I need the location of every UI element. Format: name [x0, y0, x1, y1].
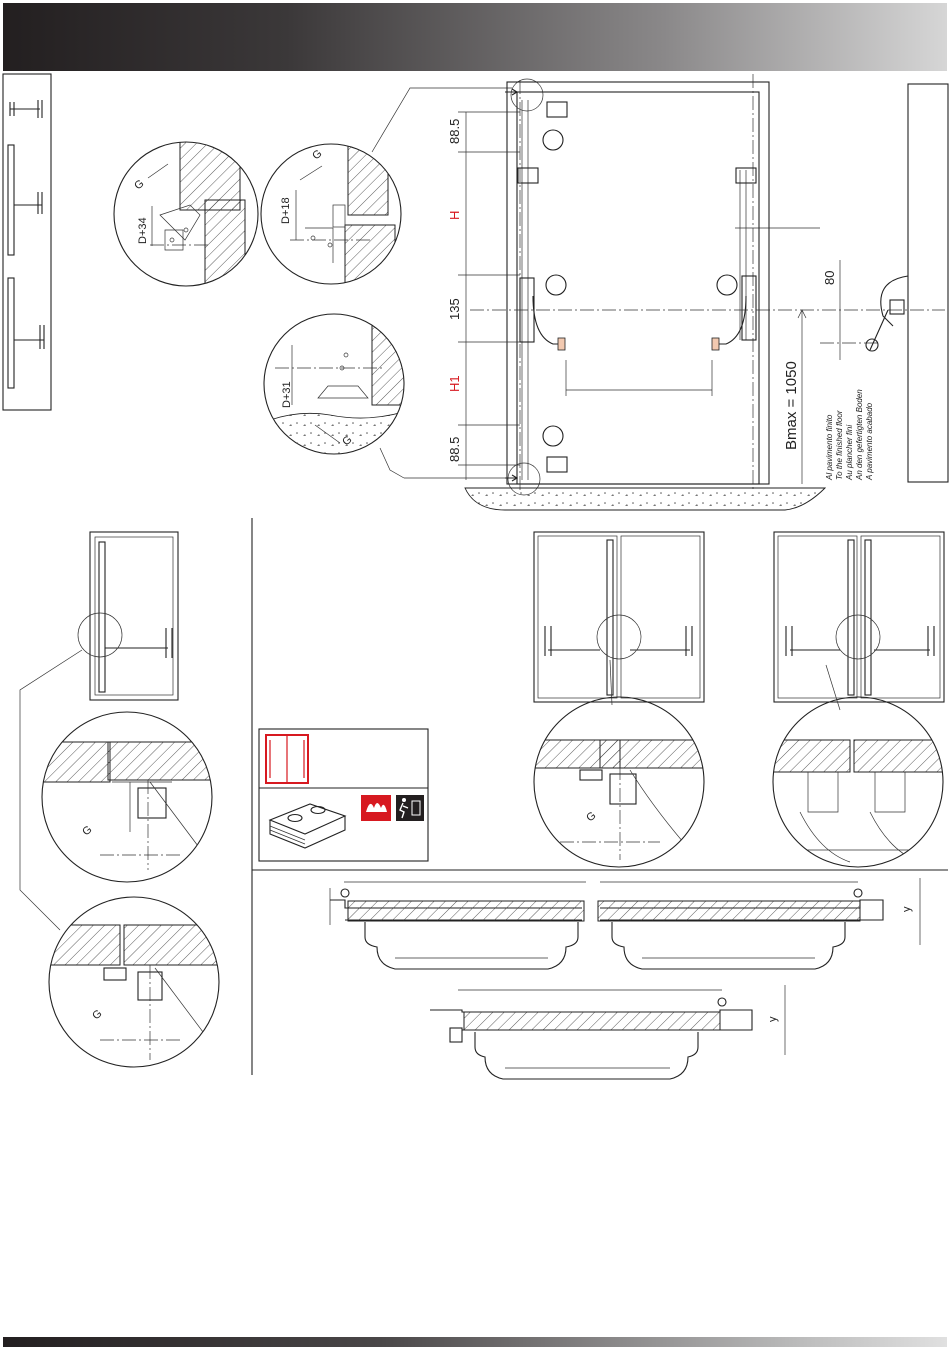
floor-note-fr: Au plancher fini — [845, 425, 854, 481]
thumbnail-bar-mid — [8, 145, 42, 255]
dim-d34: D+34 — [137, 217, 149, 244]
floor-note-it: Al pavimento finito — [825, 414, 834, 481]
legend-box — [259, 729, 428, 861]
detail-circle-mid-left: G — [40, 712, 218, 882]
dim-g-2: G — [310, 148, 324, 163]
component-stack-icon — [270, 804, 345, 848]
dim-88-bottom: 88.5 — [447, 437, 462, 462]
single-door-thumbnail — [20, 532, 178, 930]
dim-80: 80 — [822, 271, 837, 285]
dim-g-6: G — [584, 810, 598, 825]
dim-bmax: Bmax = 1050 — [783, 361, 800, 450]
double-door-right — [774, 532, 944, 710]
dimension-chain: 88.5 H 135 H1 88.5 — [447, 112, 520, 480]
thumbnail-bar-top — [10, 100, 42, 118]
floor-note-en: To the finished floor — [835, 410, 844, 480]
dim-y-1: y — [901, 906, 913, 912]
dim-88-top: 88.5 — [447, 119, 462, 144]
floor-note: Al pavimento finito To the finished floo… — [825, 389, 874, 481]
double-door-red-icon — [266, 735, 308, 783]
detail-circle-double-right — [770, 697, 950, 867]
double-door-center — [534, 532, 704, 705]
floor-section — [465, 488, 825, 510]
thumbnail-bar-low — [8, 278, 44, 388]
dim-g-1: G — [132, 178, 146, 193]
dim-135: 135 — [447, 298, 462, 320]
floor-note-de: An den gefertigten Boden — [855, 389, 864, 481]
dim-d31: D+31 — [281, 381, 293, 408]
detail-circle-bottom: D+31 G — [264, 310, 412, 460]
detail-circle-top-right: D+18 G — [261, 140, 401, 295]
dim-g-5: G — [90, 1008, 104, 1023]
dim-d18: D+18 — [280, 197, 292, 224]
floor-note-es: A pavimento acabado — [865, 402, 874, 481]
dim-y-2: y — [767, 1016, 779, 1022]
plan-view-single: y — [430, 985, 785, 1079]
dim-h: H — [447, 211, 462, 220]
side-profile — [866, 84, 948, 482]
dim-g-4: G — [80, 824, 94, 839]
detail-circle-double-center: G — [530, 697, 710, 867]
detail-circle-top-left: D+34 G — [114, 130, 258, 300]
fire-rated-red-icon — [361, 795, 391, 821]
dim-h1: H1 — [447, 375, 462, 392]
left-thumbnail-panel — [3, 74, 51, 410]
plan-view-double: y — [330, 878, 920, 969]
detail-circle-lower-left: G — [45, 897, 234, 1067]
emergency-exit-icon — [396, 795, 424, 821]
